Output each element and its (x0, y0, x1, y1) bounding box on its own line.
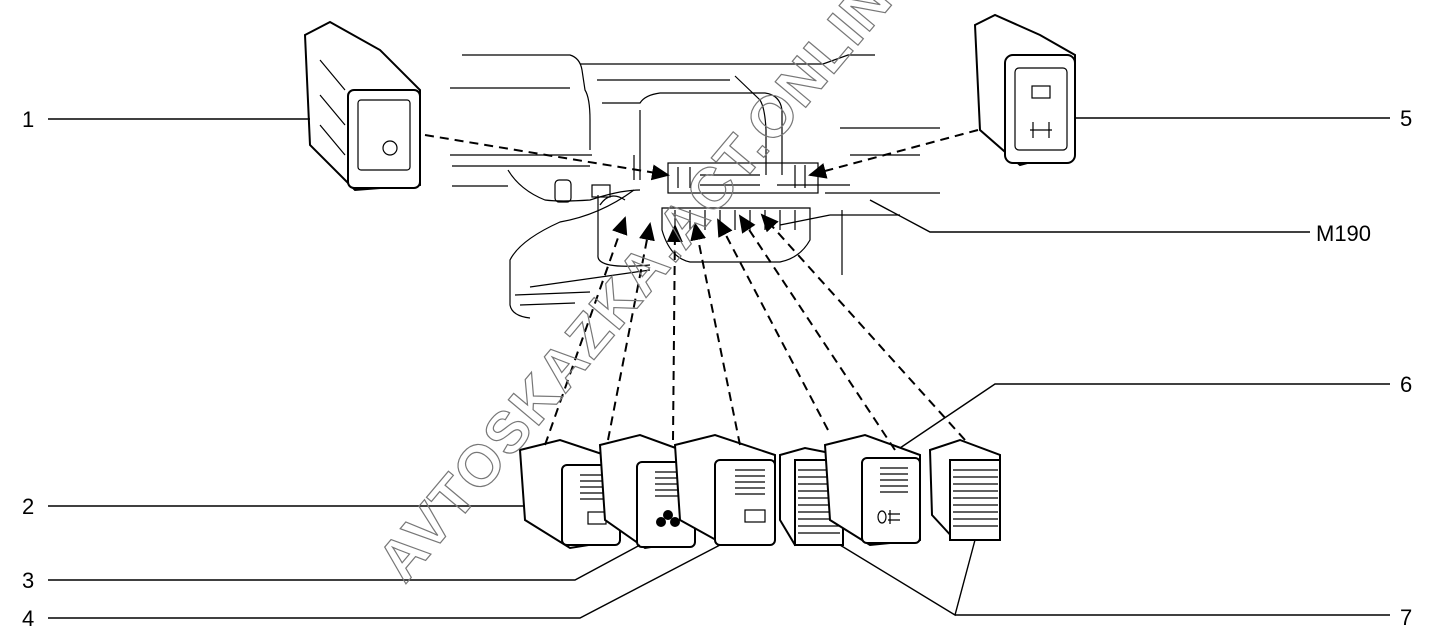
leader-lines (48, 117, 1390, 619)
callout-4: 4 (22, 606, 35, 631)
callout-5: 5 (1400, 106, 1413, 131)
callout-3: 3 (22, 568, 35, 593)
callout-6: 6 (1400, 372, 1413, 397)
assembly-arrows (424, 129, 979, 451)
rocker-switch-1 (303, 20, 421, 192)
callout-1: 1 (22, 107, 35, 132)
lower-switch-row (518, 433, 1001, 550)
callout-2: 2 (22, 494, 35, 519)
switch-7b (928, 438, 1001, 542)
rocker-switch-5 (973, 13, 1076, 167)
switch-6 (823, 433, 921, 547)
switch-4 (673, 433, 776, 547)
dashboard-outline (450, 54, 940, 319)
reference-code: M190 (1316, 221, 1372, 246)
callout-7: 7 (1400, 605, 1413, 630)
